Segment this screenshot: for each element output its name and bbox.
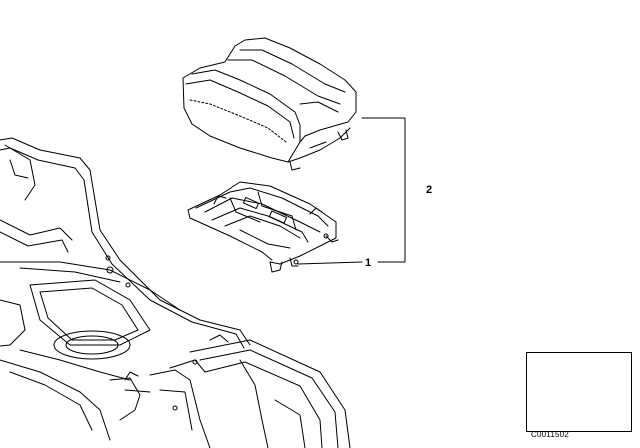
vehicle-thumbnail-frame bbox=[526, 352, 632, 432]
reference-code: C0011502 bbox=[531, 430, 569, 439]
leader-lines bbox=[297, 117, 406, 265]
center-console-drawing bbox=[0, 137, 351, 448]
base-plate-drawing bbox=[187, 181, 339, 273]
callout-label-1: 1 bbox=[365, 257, 372, 269]
callout-label-2: 2 bbox=[426, 184, 433, 196]
armrest-cushion-drawing bbox=[182, 37, 357, 171]
